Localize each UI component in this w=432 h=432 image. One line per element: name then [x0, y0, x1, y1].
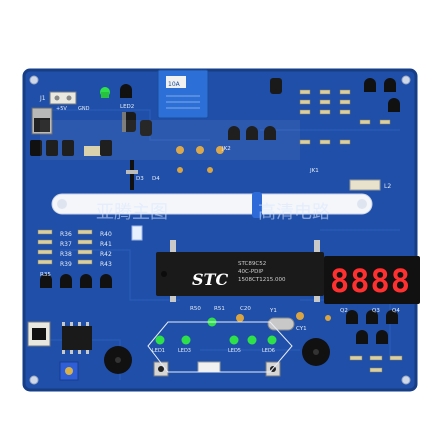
transistors-top	[120, 84, 276, 140]
led-row: LED1 LED3 LED5 LED6	[152, 317, 277, 354]
small-caps-middle	[236, 312, 331, 322]
svg-text:R38: R38	[60, 251, 72, 258]
misc-labels: R50 R51 C20 CY1 Y1 Q2 Q3 Q4 JK1 JK2 R35 …	[40, 104, 400, 332]
resistor-array-top-right	[299, 89, 391, 145]
svg-text:LED6: LED6	[262, 348, 275, 354]
ic-8pin-left	[62, 322, 92, 354]
svg-text:R50: R50	[190, 306, 201, 312]
svg-text:D3: D3	[136, 176, 144, 182]
mcu-part-line-1: STC89C52	[238, 261, 266, 267]
svg-text:JK2: JK2	[221, 146, 231, 152]
watermark-right: 高清电路	[258, 202, 330, 223]
transistors-middle-left	[40, 274, 112, 288]
left-resistor-bank	[37, 229, 93, 265]
connector-left	[27, 321, 51, 347]
seven-segment-display: 8888	[324, 256, 420, 304]
svg-text:C20: C20	[240, 306, 251, 312]
ir-receiver	[131, 225, 143, 241]
svg-text:LED1: LED1	[152, 348, 165, 354]
inductor-l2: L2	[349, 179, 391, 191]
led-power	[100, 87, 110, 98]
mounting-holes	[29, 75, 411, 385]
svg-text:JK1: JK1	[309, 168, 319, 174]
buzzer-left	[104, 346, 132, 374]
pcb-board	[22, 68, 418, 392]
svg-text:D4: D4	[152, 176, 160, 182]
svg-text:10A: 10A	[168, 81, 181, 88]
watermark-left: 亚腾主图	[96, 202, 168, 223]
mcu-part-line-2: 40C-PDIP	[238, 269, 264, 275]
svg-text:R35: R35	[40, 272, 51, 278]
svg-text:R36: R36	[60, 231, 72, 238]
svg-text:Q4: Q4	[392, 308, 400, 314]
watermark: 亚腾主图 高清电路	[96, 202, 330, 223]
svg-text:LED3: LED3	[178, 348, 191, 354]
svg-text:Y1: Y1	[269, 308, 277, 314]
svg-text:R40: R40	[100, 231, 112, 238]
svg-text:R51: R51	[214, 306, 225, 312]
svg-text:Q2: Q2	[340, 308, 348, 314]
capacitors-top	[122, 78, 282, 136]
relay: 10A	[157, 69, 209, 119]
svg-text:Q3: Q3	[372, 308, 380, 314]
label-gnd: GND	[78, 106, 90, 112]
power-connector-j1: J1 +5V GND	[39, 91, 90, 112]
mcu-part-line-3: 1508CT1215.000	[238, 277, 286, 283]
svg-text:R41: R41	[100, 241, 112, 248]
board-slot	[51, 193, 373, 215]
ceramic-caps-row	[176, 146, 224, 173]
mcu-brand: STC	[192, 270, 228, 289]
transistors-bottom-right	[346, 310, 398, 344]
svg-text:R39: R39	[60, 261, 72, 268]
svg-text:LED5: LED5	[228, 348, 241, 354]
svg-text:LED2: LED2	[120, 104, 134, 110]
diodes-row	[126, 160, 138, 190]
transistors-top-right	[364, 78, 400, 112]
svg-text:R42: R42	[100, 251, 112, 258]
svg-text:R43: R43	[100, 261, 112, 268]
display-digits: 8888	[330, 262, 411, 300]
svg-text:CY1: CY1	[296, 326, 307, 332]
buzzer-right	[302, 338, 330, 366]
mcu-chip: STC STC89C52 40C-PDIP 1508CT1215.000	[156, 240, 324, 302]
voltage-regulator	[31, 107, 53, 135]
components-left-row	[30, 140, 112, 156]
left-resistor-labels: R36 R37 R38 R39 R40 R41 R42 R43	[60, 231, 112, 268]
potentiometer	[59, 361, 79, 381]
label-l2: L2	[384, 183, 391, 190]
label-j1: J1	[39, 95, 46, 102]
blue-capacitor	[252, 192, 262, 218]
glare	[40, 120, 300, 160]
led-diamond-outline	[147, 321, 293, 373]
svg-text:R37: R37	[60, 241, 72, 248]
resistors-bottom-right	[349, 355, 403, 373]
label-plus5v: +5V	[56, 106, 67, 112]
